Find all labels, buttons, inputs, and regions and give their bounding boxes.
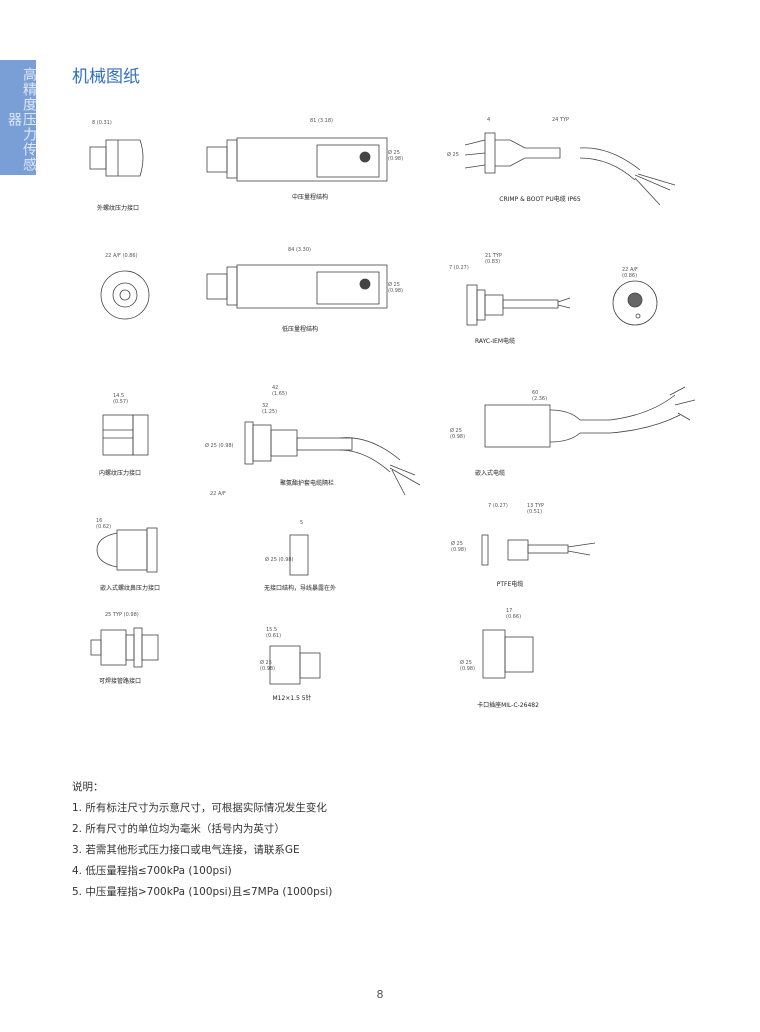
dimension-label: 22 A/F (210, 491, 226, 497)
figure-caption: RAYC-IEM电缆 (475, 338, 515, 345)
dimension-label: Ø 25 (447, 152, 459, 158)
dimension-label: 15.5 (0.61) (266, 627, 282, 639)
section-side-tab: 高精度压力传感器 (0, 60, 37, 175)
hex-end-view-drawing (100, 270, 150, 320)
notes-heading: 说明： (72, 781, 104, 793)
figure-caption: 无接口结构，导线暴露在外 (263, 585, 337, 592)
figure-caption: 嵌入式螺纹鼻压力接口 (99, 585, 161, 592)
dimension-label: Ø 25 (0.98) (260, 660, 276, 672)
bayonet-connector-drawing (482, 629, 534, 679)
figure-caption: 可焊接管路接口 (98, 678, 142, 685)
dimension-label: Ø 25 (0.98) (460, 660, 476, 672)
dimension-label: Ø 25 (0.98) (450, 428, 466, 440)
dimension-label: Ø 25 (0.98) (388, 150, 404, 162)
dimension-label: 32 (1.25) (262, 403, 278, 415)
dimension-label: 22 A/F (0.86) (105, 253, 138, 259)
figure-caption: 内螺纹压力接口 (98, 470, 142, 477)
dimension-label: 4 (487, 117, 491, 123)
dimension-label: 8 (0.31) (92, 120, 112, 126)
figure-caption: 卡口插座MIL-C-26482 (477, 702, 539, 709)
note-item: 1. 所有标注尺寸为示意尺寸，可根据实际情况发生变化 (72, 802, 327, 814)
ptfe-cable-drawing (481, 534, 596, 566)
embedded-cable-drawing (484, 386, 696, 448)
page-title: 机械图纸 (72, 67, 140, 87)
dimension-label: 22 A/F (0.86) (622, 267, 638, 279)
figure-caption: M12×1.5 5针 (272, 695, 312, 702)
dimension-label: 7 (0.27) (449, 265, 469, 271)
figure-caption: 外螺纹压力接口 (96, 205, 140, 212)
dimension-label: 13 TYP (0.51) (527, 503, 545, 515)
dimension-label: 17 (0.66) (506, 608, 522, 620)
mid-range-drawing (206, 137, 388, 182)
note-item: 5. 中压量程指>700kPa (100psi)且≤7MPa (1000psi) (72, 886, 333, 898)
note-item: 4. 低压量程指≤700kPa (100psi) (72, 865, 232, 877)
dimension-label: 14.5 (0.57) (113, 393, 129, 405)
page-number: 8 (376, 988, 384, 1001)
no-connector-drawing (289, 534, 309, 576)
crimp-boot-cable-drawing (464, 132, 676, 206)
dimension-label: 42 (1.65) (272, 385, 288, 397)
figure-caption: 中压量程结构 (291, 194, 329, 201)
figure-caption: PTFE电缆 (496, 581, 524, 588)
external-thread-drawing (89, 139, 144, 177)
figure-caption: 聚氨酯护套电缆隔栏 (279, 480, 335, 487)
raychem-cable-drawing (466, 284, 571, 326)
m12-connector-drawing (269, 645, 321, 685)
dimension-label: Ø 25 (0.98) (265, 557, 294, 563)
low-range-drawing (206, 264, 388, 309)
notes-section: 说明： 1. 所有标注尺寸为示意尺寸，可根据实际情况发生变化 2. 所有尺寸的单… (72, 777, 332, 903)
dimension-label: 7 (0.27) (488, 503, 508, 509)
dimension-label: 24 TYP (552, 117, 570, 123)
dimension-label: 16 (0.62) (96, 518, 112, 530)
figure-caption: 嵌入式电缆 (474, 470, 506, 477)
dimension-label: 25 TYP (0.98) (105, 612, 139, 618)
dimension-label: 5 (300, 520, 304, 526)
connector-end-view-drawing (612, 280, 658, 326)
note-item: 2. 所有尺寸的单位均为毫米（括号内为英寸） (72, 823, 285, 835)
flush-diaphragm-drawing (96, 527, 158, 573)
dimension-label: Ø 25 (0.98) (205, 443, 234, 449)
dimension-label: 60 (2.36) (532, 390, 548, 402)
internal-thread-drawing (102, 414, 149, 456)
figure-caption: 低压量程结构 (281, 326, 319, 333)
weldable-fitting-drawing (90, 627, 159, 668)
dimension-label: Ø 25 (0.98) (451, 541, 467, 553)
note-item: 3. 若需其他形式压力接口或电气连接，请联系GE (72, 844, 300, 856)
dimension-label: Ø 25 (0.98) (388, 282, 404, 294)
figure-caption: CRIMP & BOOT PU电缆 IP65 (499, 196, 581, 203)
pu-cable-drawing (244, 421, 421, 496)
dimension-label: 81 (3.18) (310, 118, 333, 124)
dimension-label: 21 TYP (0.83) (485, 253, 503, 265)
dimension-label: 84 (3.30) (288, 247, 311, 253)
